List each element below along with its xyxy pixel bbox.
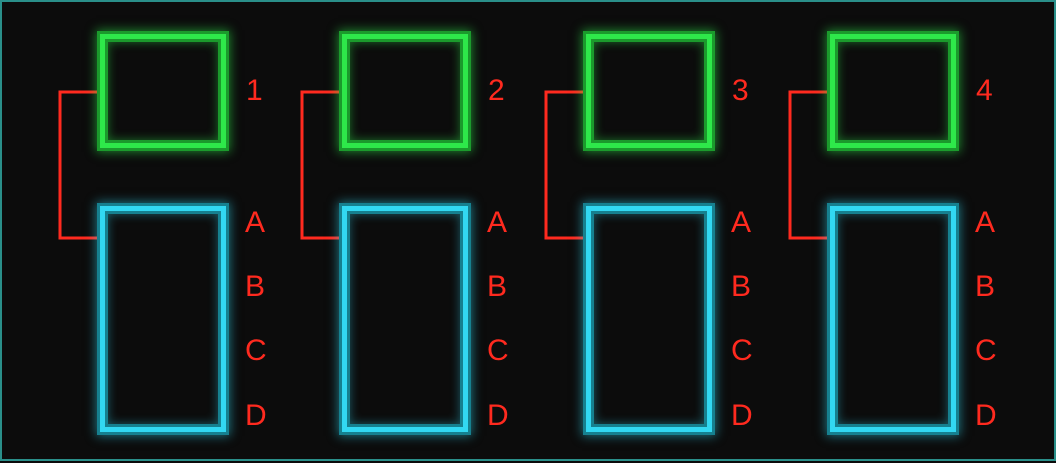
column-4: 4 A B C D — [732, 2, 997, 463]
top-slot-box[interactable] — [830, 34, 956, 148]
slot-label-d: D — [975, 399, 997, 432]
slot-label-a: A — [731, 206, 752, 239]
bottom-slot-box[interactable] — [586, 206, 712, 432]
slot-label-d: D — [487, 399, 509, 432]
bottom-slot-box[interactable] — [342, 206, 468, 432]
slot-label-b: B — [731, 270, 752, 303]
column-1: 1 A B C D — [2, 2, 267, 463]
slot-label-d: D — [731, 399, 753, 432]
connector-line — [788, 90, 832, 240]
slot-label-c: C — [245, 334, 267, 367]
top-slot-box[interactable] — [342, 34, 468, 148]
bottom-slot-box[interactable] — [100, 206, 226, 432]
slot-label-b: B — [245, 270, 266, 303]
connector-line — [58, 90, 102, 240]
column-2: 2 A B C D — [244, 2, 509, 463]
column-3: 3 A B C D — [488, 2, 753, 463]
connector-line — [544, 90, 588, 240]
column-number-label: 1 — [246, 74, 263, 107]
column-number-label: 3 — [732, 74, 749, 107]
connector-line — [300, 90, 344, 240]
slot-label-d: D — [245, 399, 267, 432]
slot-label-c: C — [731, 334, 753, 367]
column-number-label: 4 — [976, 74, 993, 107]
top-slot-box[interactable] — [100, 34, 226, 148]
slot-label-a: A — [975, 206, 996, 239]
top-slot-box[interactable] — [586, 34, 712, 148]
slot-label-c: C — [487, 334, 509, 367]
column-number-label: 2 — [488, 74, 505, 107]
slot-label-a: A — [487, 206, 508, 239]
slot-label-a: A — [245, 206, 266, 239]
slot-label-b: B — [487, 270, 508, 303]
slot-label-c: C — [975, 334, 997, 367]
slot-label-b: B — [975, 270, 996, 303]
bottom-slot-box[interactable] — [830, 206, 956, 432]
